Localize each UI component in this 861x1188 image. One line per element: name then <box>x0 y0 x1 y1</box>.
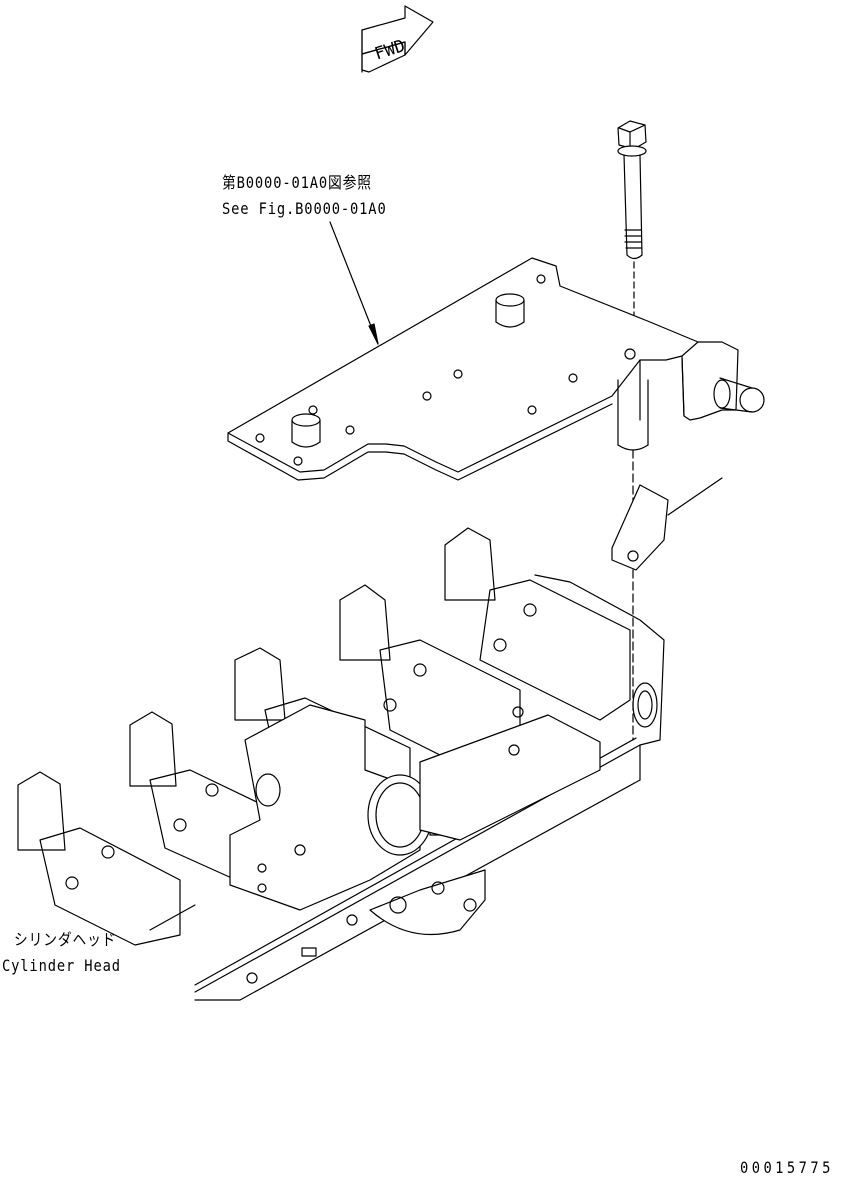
clamp-bracket <box>612 478 722 570</box>
cylinder-head-label-en: Cylinder Head <box>2 956 121 975</box>
bolt-icon <box>618 121 646 345</box>
cylinder-head-leader-line <box>150 905 195 930</box>
bracket-plate <box>228 258 764 740</box>
fwd-direction-arrow-icon: FWD <box>362 6 433 72</box>
cylinder-head-label-jp: シリンダヘッド <box>14 930 117 949</box>
reference-note-en: See Fig.B0000-01A0 <box>222 199 387 218</box>
reference-note-jp: 第B0000-01A0図参照 <box>222 173 372 192</box>
reference-leader-line <box>330 222 378 344</box>
cylinder-head <box>18 528 664 1000</box>
drawing-number: 00015775 <box>740 1158 834 1177</box>
